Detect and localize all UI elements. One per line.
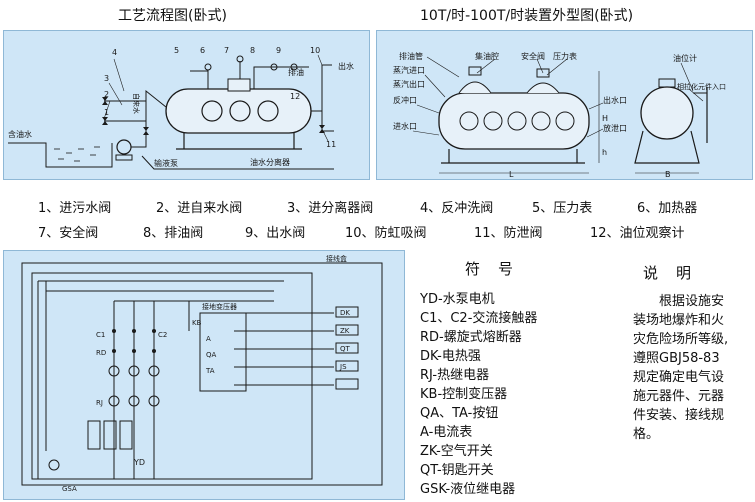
circuit-qt: QT — [340, 345, 351, 353]
circuit-js: JS — [339, 363, 347, 371]
flow-num-10: 10 — [310, 46, 320, 55]
note-line: 施元器件、元器 — [633, 389, 725, 404]
circuit-rj: RJ — [96, 399, 103, 407]
symbol-item: C1、C2-交流接触器 — [420, 311, 538, 326]
legend-item-10: 10、防虹吸阀 — [345, 226, 427, 241]
tap-water-label: 自来水 — [132, 93, 141, 114]
outline-diagram-panel: L H h B 排油管 集油腔 安全阀 压力表 蒸汽 — [376, 30, 753, 180]
note-line: 件安装、接线规 — [633, 408, 725, 423]
transformer-label: 接地变压器 — [202, 302, 237, 311]
motor-label: YD — [133, 458, 145, 467]
legend-item-2: 2、进自来水阀 — [156, 201, 243, 216]
drain-oil-label: 排油 — [288, 67, 304, 77]
legend-item-11: 11、防泄阀 — [474, 226, 543, 241]
symbol-item: YD-水泵电机 — [420, 292, 495, 307]
pump-label: 输液泵 — [154, 158, 178, 168]
circuit-qa: QA — [206, 351, 217, 359]
symbol-item: DK-电热强 — [420, 349, 481, 364]
flow-num-8: 8 — [250, 46, 255, 55]
circuit-a: A — [206, 335, 211, 343]
note-line: 根据设施安 — [659, 294, 725, 309]
water-out-label: 出水 — [338, 61, 354, 71]
oily-water-label: 含油水 — [8, 129, 32, 139]
circuit-kb: KB — [192, 319, 202, 327]
circuit-dk: DK — [340, 309, 350, 317]
oil-chamber-label: 集油腔 — [475, 51, 499, 61]
oil-level-label: 油位计 — [673, 53, 697, 63]
flow-num-12: 12 — [290, 92, 300, 101]
notes-heading: 说明 — [643, 264, 710, 282]
symbol-item: QT-钥匙开关 — [420, 463, 494, 478]
symbol-item: GSK-液位继电器 — [420, 482, 516, 497]
flow-num-4: 4 — [112, 48, 117, 57]
circuit-zk: ZK — [340, 327, 350, 335]
legend-item-12: 12、油位观察计 — [590, 226, 685, 241]
flow-num-1: 1 — [104, 108, 109, 117]
drain-pipe-label: 排油管 — [399, 51, 423, 61]
dim-l-label: L — [509, 170, 514, 179]
circuit-rd: RD — [96, 349, 106, 357]
note-line: 装场地爆炸和火 — [633, 313, 725, 328]
steam-in-label: 蒸汽进口 — [393, 65, 425, 75]
note-line: 规定确定电气设 — [633, 370, 725, 385]
symbols-heading: 符号 — [465, 260, 532, 278]
dim-h-label: H — [602, 114, 608, 123]
symbol-item: KB-控制变压器 — [420, 387, 508, 402]
symbol-item: QA、TA-按钮 — [420, 406, 499, 421]
drain-port-label: 放泄口 — [603, 123, 627, 133]
circuit-c1: C1 — [96, 331, 105, 339]
flow-num-2: 2 — [104, 90, 109, 99]
phase-detector-label: 相拉化元件入口 — [677, 82, 726, 91]
circuit-c2: C2 — [158, 331, 167, 339]
flow-num-11: 11 — [326, 140, 336, 149]
flow-diagram-panel: 4 3 2 1 5 6 7 8 9 10 11 12 含油水 自来水 输液泵 排… — [3, 30, 370, 180]
pressure-gauge-label: 压力表 — [553, 51, 577, 61]
symbol-item: ZK-空气开关 — [420, 444, 493, 459]
legend-item-4: 4、反冲洗阀 — [420, 201, 494, 216]
legend-item-6: 6、加热器 — [637, 201, 698, 216]
outline-diagram-title: 10T/时-100T/时装置外型图(卧式) — [420, 8, 634, 24]
flow-num-3: 3 — [104, 74, 109, 83]
symbol-item: RJ-热继电器 — [420, 368, 490, 383]
note-line: 遵照GBJ58-83 — [633, 351, 720, 366]
symbol-item: RD-螺旋式熔断器 — [420, 330, 522, 345]
legend-item-8: 8、排油阀 — [143, 226, 204, 241]
legend-item-5: 5、压力表 — [532, 201, 593, 216]
circuit-diagram-panel: 接线盒 接地变压器 YD GSA C1 C2 RD RJ KB A QA TA … — [3, 250, 405, 500]
dim-b-label: B — [665, 170, 671, 179]
flow-diagram: 4 3 2 1 5 6 7 8 9 10 11 12 含油水 自来水 输液泵 排… — [8, 46, 354, 170]
note-line: 灾危险场所等级, — [633, 332, 729, 347]
backflush-label: 反冲口 — [393, 95, 417, 105]
gsa-label: GSA — [62, 485, 77, 493]
flow-num-6: 6 — [200, 46, 205, 55]
circuit-diagram: 接线盒 接地变压器 YD GSA C1 C2 RD RJ KB A QA TA … — [21, 254, 383, 493]
legend-item-9: 9、出水阀 — [245, 226, 306, 241]
legend-item-7: 7、安全阀 — [38, 226, 99, 241]
note-line: 格。 — [633, 427, 660, 442]
separator-label: 油水分离器 — [250, 157, 290, 167]
flow-num-5: 5 — [174, 46, 179, 55]
water-out-port-label: 出水口 — [603, 95, 627, 105]
steam-out-label: 蒸汽出口 — [393, 79, 425, 89]
flow-diagram-title: 工艺流程图(卧式) — [118, 8, 227, 24]
legend-item-3: 3、进分离器阀 — [287, 201, 374, 216]
circuit-ta: TA — [205, 367, 215, 375]
water-in-label: 进水口 — [393, 121, 417, 131]
symbol-item: A-电流表 — [420, 425, 473, 440]
flow-num-7: 7 — [224, 46, 229, 55]
legend-item-1: 1、进污水阀 — [38, 201, 112, 216]
outline-diagram: L H h B 排油管 集油腔 安全阀 压力表 蒸汽 — [393, 51, 726, 179]
flow-num-9: 9 — [276, 46, 281, 55]
junction-box-label: 接线盒 — [326, 254, 347, 263]
dim-small-h-label: h — [602, 148, 607, 157]
safety-valve-label: 安全阀 — [521, 51, 545, 61]
